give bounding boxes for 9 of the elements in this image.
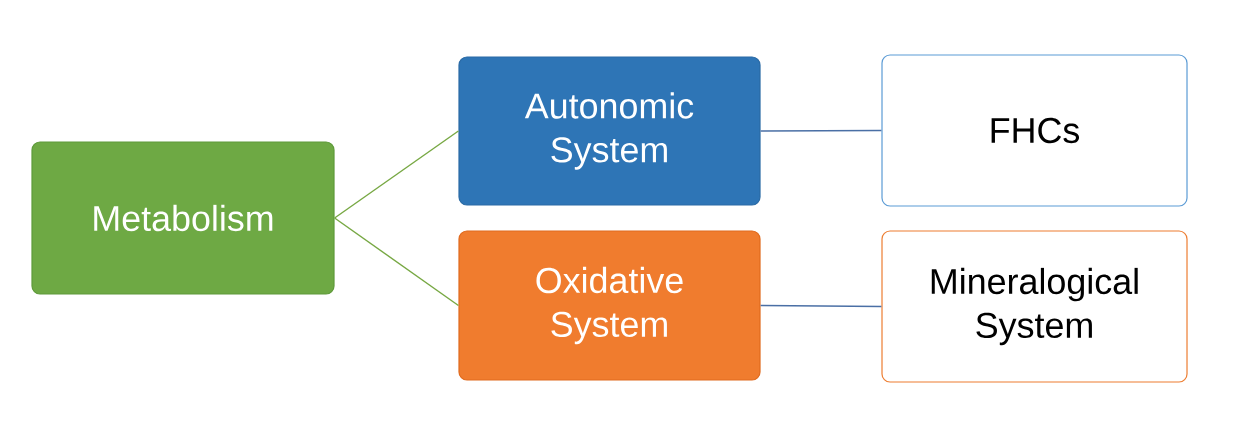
outcome-box: FHCs xyxy=(881,54,1188,207)
connector-line xyxy=(759,129,883,132)
outcome-box: Mineralogical System xyxy=(881,230,1188,383)
process-box: Oxidative System xyxy=(458,230,761,381)
connector-line xyxy=(333,217,460,307)
connector-line xyxy=(759,304,883,308)
connector-line xyxy=(333,130,460,219)
process-box: Metabolism xyxy=(31,141,335,295)
process-box: Autonomic System xyxy=(458,56,761,206)
